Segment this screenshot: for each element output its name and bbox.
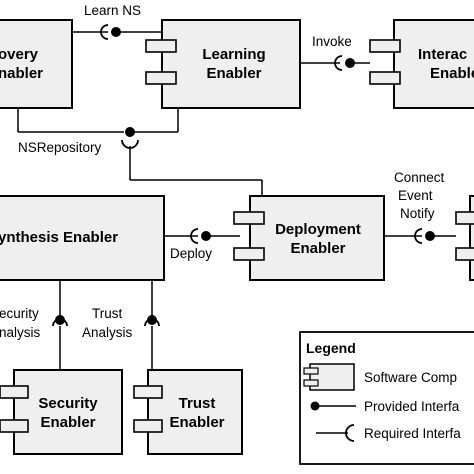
learning-port-top [145, 39, 177, 53]
trust-ball [147, 315, 157, 325]
security-analysis-label-2: nalysis [0, 325, 41, 340]
connect-label: Connect [394, 170, 445, 185]
interaction-port-top [369, 39, 401, 53]
trust-analysis-label-2: Analysis [82, 325, 133, 340]
deployment-port-top [233, 211, 265, 225]
deploy-socket [190, 228, 199, 244]
learning-label-2: Enabler [206, 65, 261, 82]
legend-provided-interface: Provided Interfa [364, 399, 460, 414]
security-enabler: Security Enabler [0, 369, 123, 455]
security-label-1: Security [38, 395, 98, 412]
notify-label: Notify [400, 206, 435, 221]
connectors [17, 20, 456, 370]
trust-label-2: Enabler [169, 414, 224, 431]
event-label: Event [398, 188, 433, 203]
trust-port-top [133, 385, 163, 399]
nsrepo-ball [125, 127, 135, 137]
legend: Legend Software Comp Provided Interfa Re… [299, 331, 474, 465]
notify-target-component [455, 195, 474, 281]
nsrepository-label: NSRepository [18, 140, 102, 155]
invoke-label: Invoke [312, 34, 352, 49]
deployment-label-1: Deployment [275, 221, 361, 238]
security-port-bottom [0, 419, 29, 433]
security-port-top [0, 385, 29, 399]
synthesis-label: ynthesis Enabler [0, 229, 118, 246]
security-label-2: Enabler [40, 414, 95, 431]
invoke-socket [334, 55, 343, 71]
learning-enabler: Learning Enabler [145, 19, 301, 109]
learning-port-bottom [145, 71, 177, 85]
learning-label-1: Learning [202, 46, 265, 63]
trust-analysis-label-1: Trust [92, 306, 122, 321]
software-component-icon [303, 363, 355, 391]
provided-interface-icon [310, 401, 356, 411]
trust-port-bottom [133, 419, 163, 433]
interface-symbols [52, 24, 435, 327]
interaction-label-2: Enable [430, 65, 474, 82]
synthesis-enabler: ynthesis Enabler [0, 195, 165, 281]
security-ball [55, 315, 65, 325]
notify-target-port-bottom [455, 247, 474, 261]
learn-ns-label: Learn NS [84, 3, 141, 18]
learn-ns-socket [100, 24, 109, 40]
legend-title: Legend [306, 340, 356, 356]
discovery-label-2: nabler [0, 65, 43, 82]
invoke-ball [345, 58, 355, 68]
legend-software-component: Software Comp [364, 370, 457, 385]
notify-ball [425, 231, 435, 241]
interaction-label-1: Interac [418, 46, 467, 63]
discovery-label-1: overy [0, 46, 39, 63]
deploy-label: Deploy [170, 246, 212, 261]
interface-labels: Learn NS Invoke NSRepository Connect Eve… [0, 3, 445, 340]
security-analysis-label-1: ecurity [0, 306, 39, 321]
legend-required-interface: Required Interfa [364, 426, 461, 441]
discovery-enabler: overy nabler [0, 19, 73, 109]
required-interface-icon [316, 424, 355, 442]
interaction-enabler: Interac Enable [369, 19, 474, 109]
nsrepo-socket [121, 139, 139, 149]
learn-ns-ball [111, 27, 121, 37]
deployment-label-2: Enabler [290, 240, 345, 257]
deploy-ball [201, 231, 211, 241]
interaction-port-bottom [369, 71, 401, 85]
trust-label-1: Trust [179, 395, 216, 412]
notify-socket [414, 228, 423, 244]
trust-enabler: Trust Enabler [133, 369, 243, 455]
notify-target-port-top [455, 211, 474, 225]
deployment-port-bottom [233, 247, 265, 261]
deployment-enabler: Deployment Enabler [233, 195, 385, 281]
